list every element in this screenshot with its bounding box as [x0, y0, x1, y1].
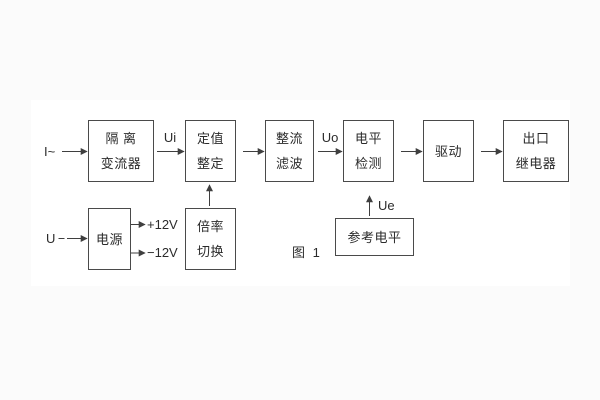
- block-label-line: 检测: [354, 156, 382, 171]
- block-reference-level: 参考电平: [335, 218, 414, 256]
- input-voltage-label: U: [46, 231, 56, 246]
- block-label-line: 参考电平: [347, 229, 402, 245]
- plus12v-label: +12V: [147, 217, 178, 232]
- block-ratio-switch: 倍率 切换: [185, 208, 236, 270]
- signal-ue-label: Ue: [378, 198, 395, 213]
- block-label-line: 变流器: [100, 156, 142, 171]
- block-label-line: 定值: [196, 131, 224, 146]
- figure-caption: 图 1: [292, 245, 322, 260]
- block-label-line: 隔 离: [105, 131, 137, 146]
- block-label-line: 整定: [196, 156, 224, 171]
- block-label-line: 继电器: [515, 156, 557, 171]
- block-level-detect: 电平 检测: [343, 120, 394, 182]
- block-label-line: 滤波: [275, 156, 303, 171]
- block-label-line: 切换: [196, 244, 224, 259]
- block-isolation-transformer: 隔 离 变流器: [88, 120, 154, 182]
- block-label-line: 出口: [522, 131, 550, 146]
- block-label-line: 驱动: [434, 143, 462, 159]
- block-setting-adjust: 定值 整定: [185, 120, 236, 182]
- block-label-line: 电源: [95, 231, 123, 247]
- block-output-relay: 出口 继电器: [503, 120, 569, 182]
- block-power-supply: 电源: [88, 208, 131, 270]
- block-drive: 驱动: [423, 120, 474, 182]
- signal-ui-label: Ui: [163, 130, 177, 145]
- block-label-line: 整流: [275, 131, 303, 146]
- minus12v-label: −12V: [147, 245, 178, 260]
- block-label-line: 倍率: [196, 219, 224, 234]
- block-rectifier-filter: 整流 滤波: [265, 120, 314, 182]
- input-current-label: I~: [44, 144, 56, 159]
- block-label-line: 电平: [354, 131, 382, 146]
- signal-uo-label: Uo: [321, 130, 339, 145]
